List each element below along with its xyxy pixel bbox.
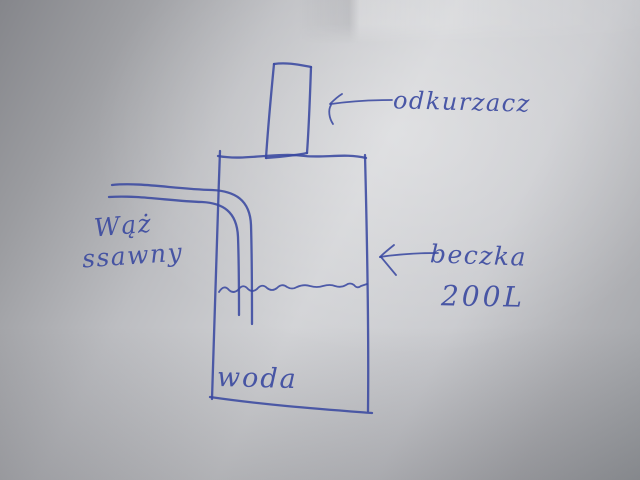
arrow-left-icon — [328, 93, 393, 125]
label-waz-ssawny-line1: Wąż — [92, 208, 154, 243]
water-level-line — [218, 282, 368, 293]
suction-hose-lines — [107, 183, 254, 326]
vacuum-pipe-outline — [264, 62, 313, 160]
label-woda: woda — [216, 361, 299, 396]
paper-edge-fold — [298, 0, 640, 44]
label-beczka: beczka — [429, 239, 528, 272]
label-capacity-200l: 200L — [440, 279, 526, 314]
arrow-left-icon — [379, 244, 439, 276]
barrel-outline — [208, 149, 374, 415]
label-odkurzacz: odkurzacz — [392, 86, 532, 118]
